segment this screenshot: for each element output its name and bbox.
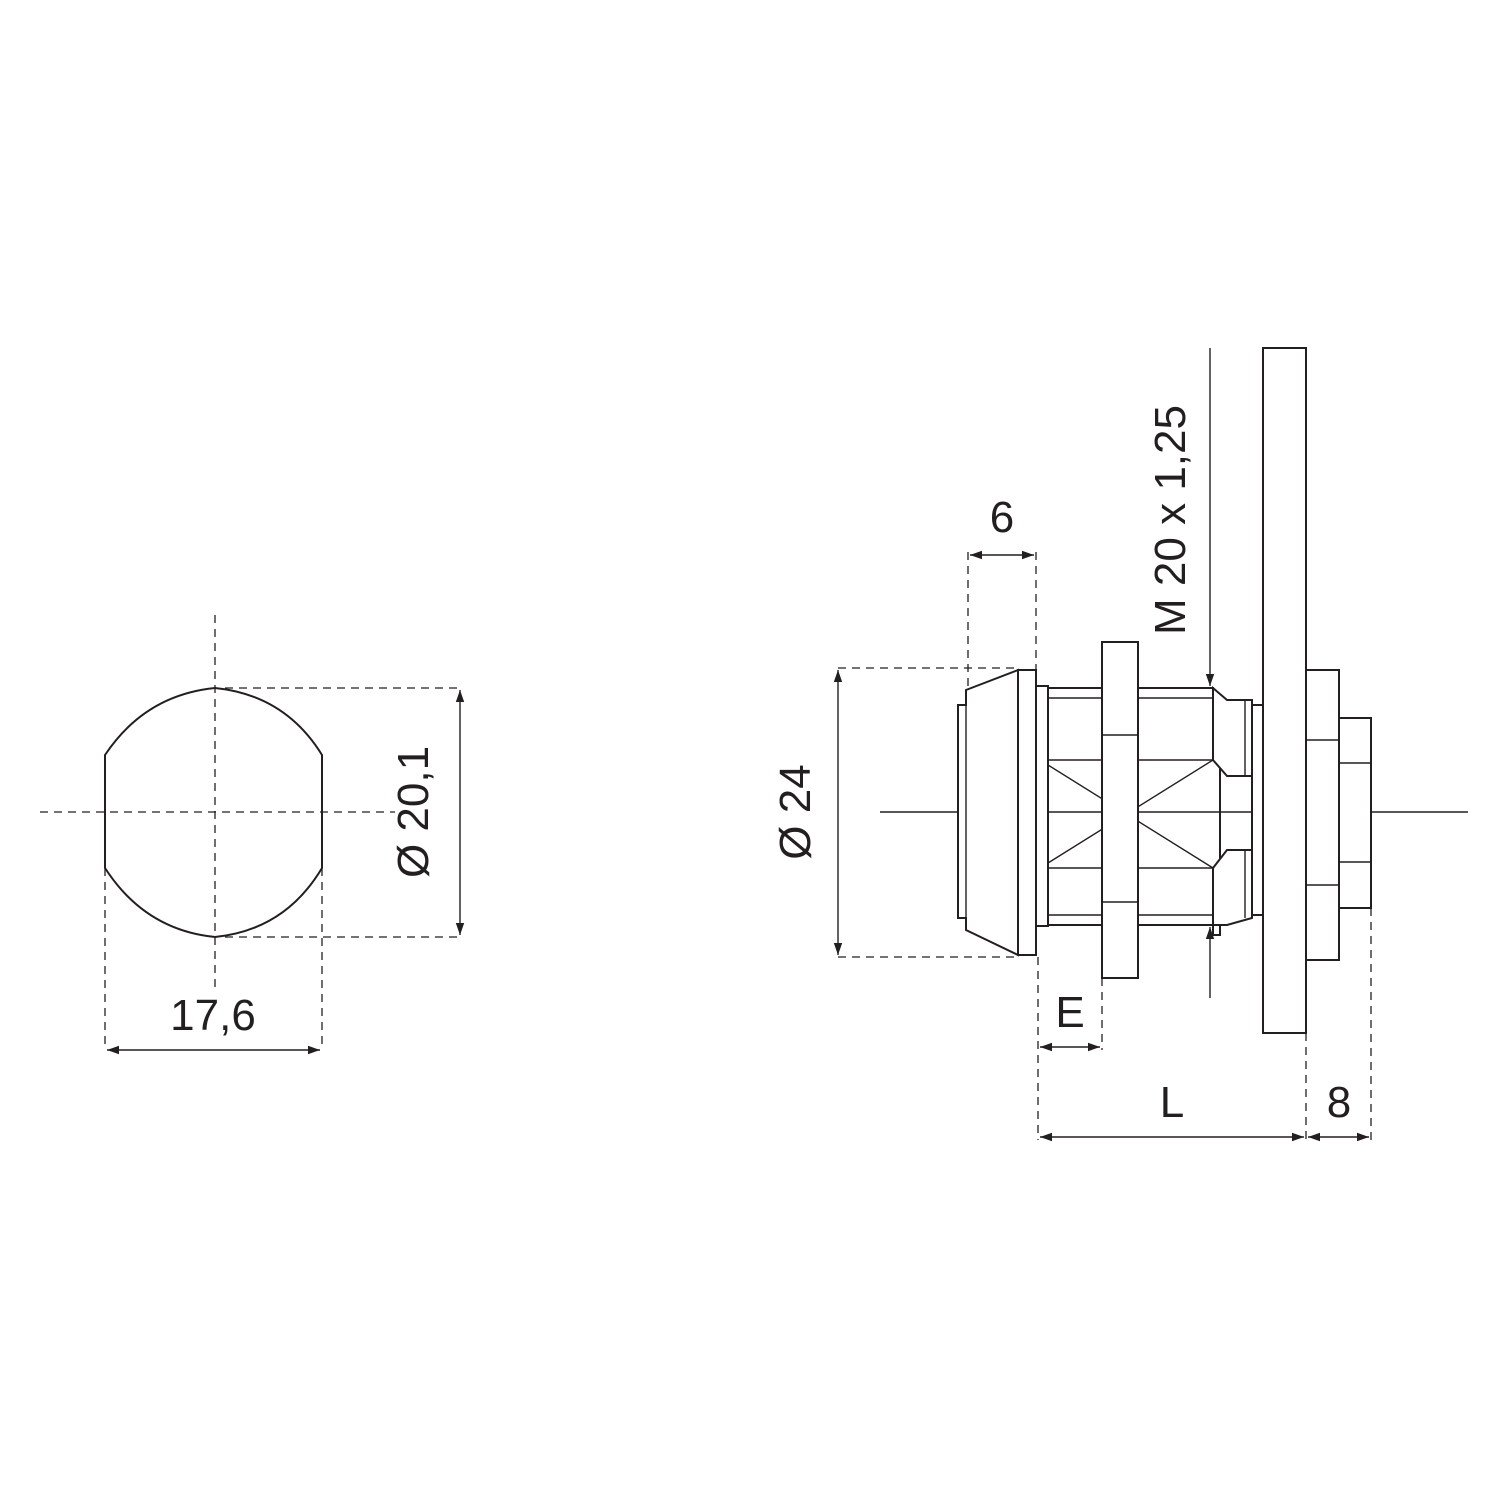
panel-washer — [1251, 704, 1264, 916]
front-diameter-label: Ø 20,1 — [389, 746, 438, 878]
body-shoulder-bottom — [1212, 849, 1253, 926]
rear-nut — [1305, 669, 1340, 961]
e-label: E — [1055, 988, 1084, 1037]
l-label: L — [1160, 1078, 1184, 1127]
clamping-nut — [1101, 641, 1139, 979]
flange-thickness-label: 6 — [990, 493, 1014, 542]
front-width-label: 17,6 — [170, 991, 256, 1040]
lock-head-flange — [1017, 669, 1037, 956]
thread-label: M 20 x 1,25 — [1146, 405, 1195, 635]
head-diameter-label: Ø 24 — [771, 764, 820, 859]
eight-label: 8 — [1327, 1078, 1351, 1127]
cabinet-panel — [1262, 347, 1307, 1034]
flange-step — [1035, 685, 1049, 927]
rear-cam-hub — [1338, 717, 1372, 909]
body-shoulder-top — [1212, 685, 1253, 777]
front-view: Ø 20,1 17,6 — [40, 615, 465, 1055]
side-view: Ø 24 6 M 20 x 1,25 E L 8 — [771, 347, 1468, 1142]
lock-head-bezel — [957, 668, 1019, 957]
